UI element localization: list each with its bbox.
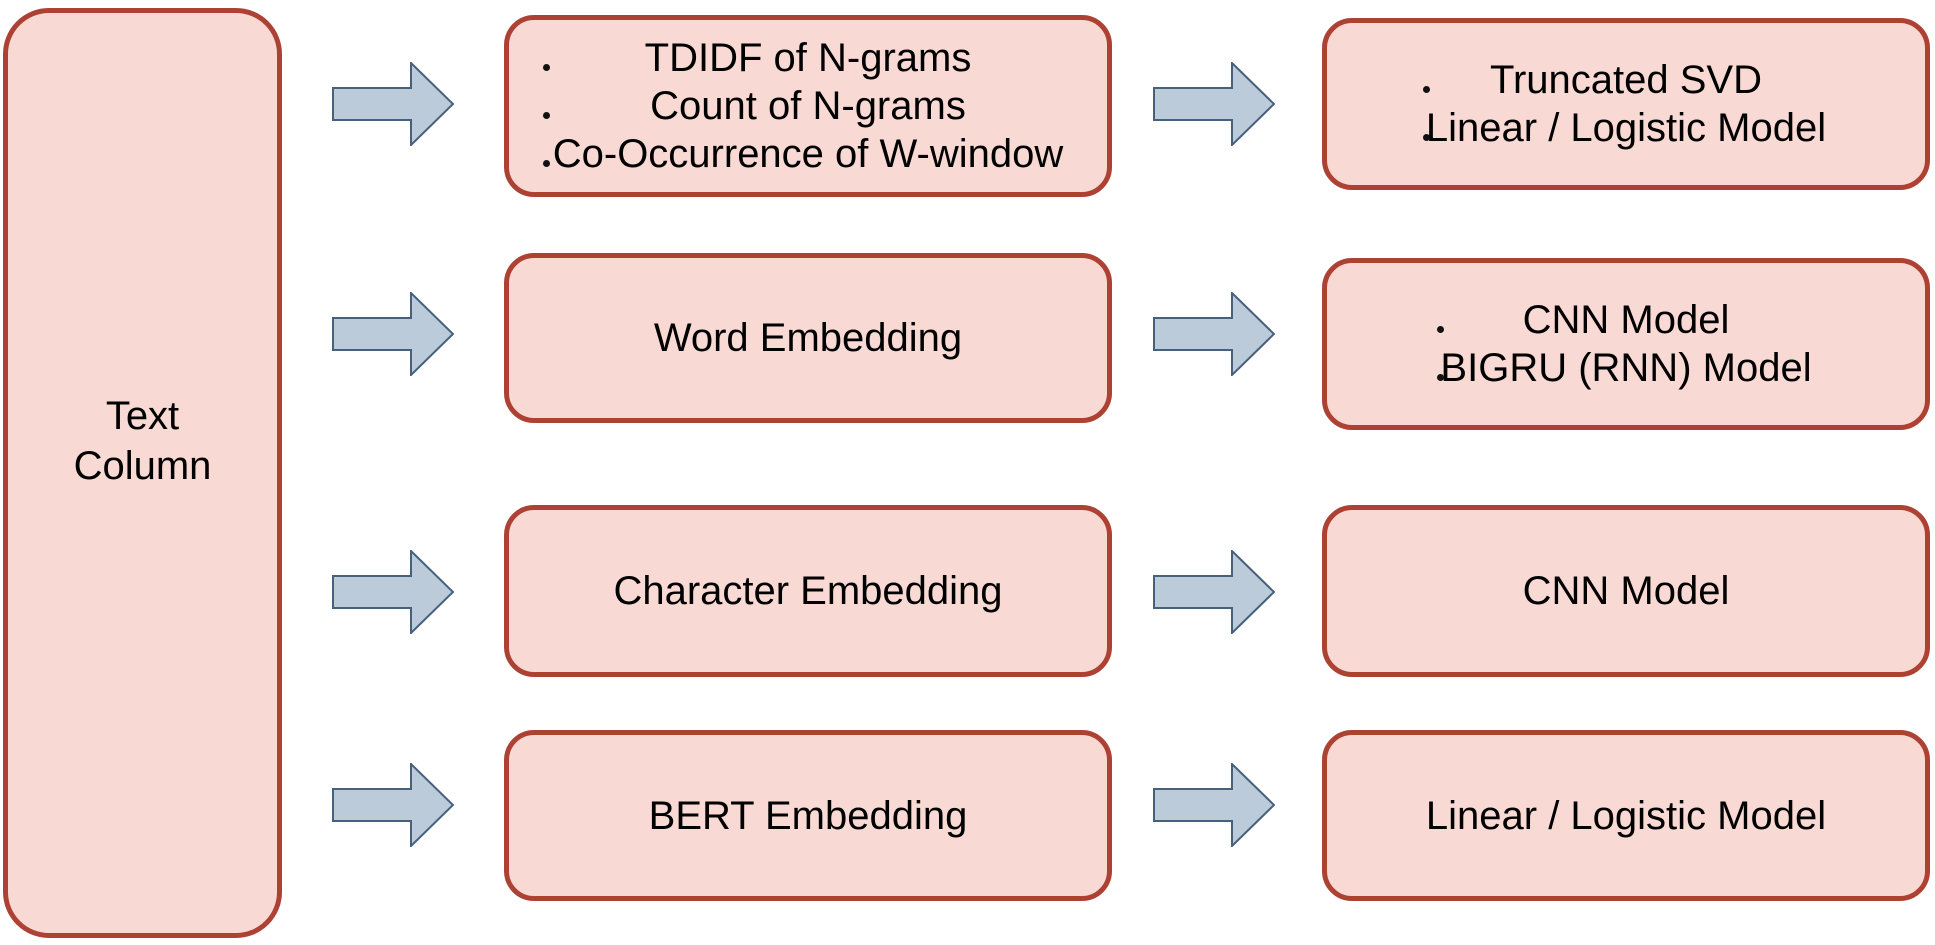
model-line-text: CNN Model [1522, 569, 1730, 613]
model-box-svd-linear: Truncated SVD Linear / Logistic Model [1322, 18, 1930, 190]
model-box-linear-logistic: Linear / Logistic Model [1322, 730, 1930, 901]
model-line-text: Linear / Logistic Model [1425, 106, 1827, 150]
feature-line-text: BERT Embedding [648, 793, 968, 838]
model-line: CNN Model [1351, 567, 1901, 615]
text-column-label-line-1: Text [105, 394, 180, 438]
feature-box-bert-embedding: BERT Embedding [504, 730, 1112, 901]
model-line: BIGRU (RNN) Model [1351, 344, 1901, 392]
feature-box-character-embedding: Character Embedding [504, 505, 1112, 677]
text-column-label: Text Column [32, 391, 253, 491]
right-arrow-icon [1153, 763, 1275, 847]
feature-line-text: Word Embedding [653, 316, 963, 360]
bullet-dot-icon [543, 160, 550, 167]
bullet-dot-icon [543, 112, 550, 119]
right-arrow-icon [332, 550, 454, 634]
model-line: CNN Model [1351, 296, 1901, 344]
model-line: Linear / Logistic Model [1351, 792, 1901, 840]
model-line-text: BIGRU (RNN) Model [1440, 346, 1812, 390]
feature-line: TDIDF of N-grams [533, 34, 1083, 82]
right-arrow-icon [1153, 550, 1275, 634]
model-line-text: Linear / Logistic Model [1425, 793, 1827, 838]
bullet-dot-icon [543, 64, 550, 71]
bullet-dot-icon [1437, 374, 1444, 381]
model-box-cnn: CNN Model [1322, 505, 1930, 677]
right-arrow-icon [332, 763, 454, 847]
model-line: Linear / Logistic Model [1351, 104, 1901, 152]
feature-line: Word Embedding [533, 314, 1083, 362]
feature-line-text: Character Embedding [613, 569, 1003, 613]
feature-line: Character Embedding [533, 567, 1083, 615]
right-arrow-icon [1153, 292, 1275, 376]
bullet-dot-icon [1437, 326, 1444, 333]
feature-line: Count of N-grams [533, 82, 1083, 130]
feature-line: BERT Embedding [533, 792, 1083, 840]
bullet-dot-icon [1423, 86, 1430, 93]
right-arrow-icon [1153, 62, 1275, 146]
model-line-text: Truncated SVD [1490, 58, 1762, 102]
right-arrow-icon [332, 62, 454, 146]
feature-line: Co-Occurrence of W-window [533, 130, 1083, 178]
feature-line-text: Co-Occurrence of W-window [552, 132, 1064, 176]
text-column-label-line-2: Column [73, 444, 212, 488]
model-line: Truncated SVD [1351, 56, 1901, 104]
text-column-box: Text Column [3, 8, 282, 938]
bullet-dot-icon [1423, 134, 1430, 141]
feature-box-ngrams: TDIDF of N-grams Count of N-grams Co-Occ… [504, 15, 1112, 197]
feature-line-text: TDIDF of N-grams [644, 36, 972, 80]
right-arrow-icon [332, 292, 454, 376]
feature-box-word-embedding: Word Embedding [504, 253, 1112, 423]
model-box-cnn-bigru: CNN Model BIGRU (RNN) Model [1322, 258, 1930, 430]
feature-line-text: Count of N-grams [650, 84, 966, 128]
model-line-text: CNN Model [1522, 298, 1730, 342]
